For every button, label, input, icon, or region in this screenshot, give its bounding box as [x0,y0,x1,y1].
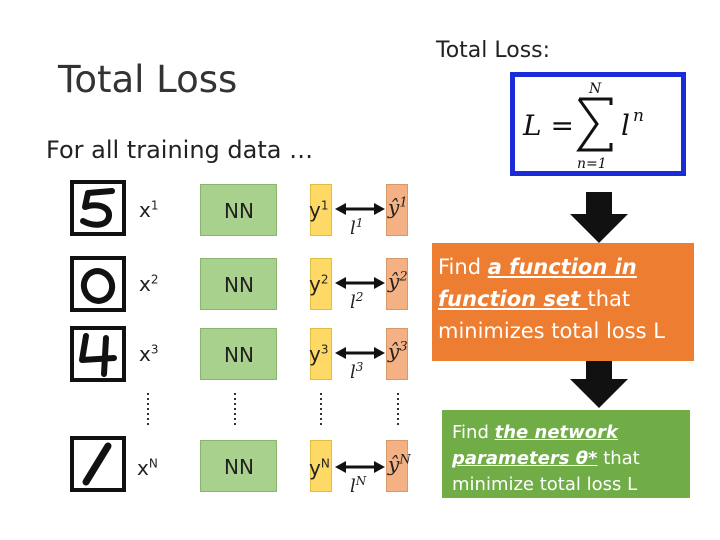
nn-label: NN [224,273,254,297]
target-yhat-n: ŷN [388,452,411,476]
nn-label: NN [224,199,254,223]
find-function-text-a: Find [438,255,488,279]
output-y-2: y2 [309,272,329,296]
vertical-ellipsis-icon [234,393,236,425]
find-parameters-text-a: Find [452,422,495,443]
double-arrow-icon [335,461,385,473]
formula-term: l [621,109,630,142]
target-yhat-box [386,184,408,236]
input-x-2: x2 [139,272,159,296]
loss-l-2: l2 [350,290,364,313]
sigma-icon [576,97,613,152]
nn-box: NN [200,258,277,310]
find-parameters-box: Find the network parameters θ* that mini… [442,410,690,498]
handwritten-digit-0 [80,268,116,304]
find-function-text-b: that minimizes total loss L [438,287,665,343]
handwritten-digit-4 [79,333,117,377]
double-arrow-icon [335,347,385,359]
find-parameters-emphasis: the network parameters θ* [452,422,618,469]
digit-image-4 [70,326,126,382]
nn-box: NN [200,440,277,492]
vertical-ellipsis-icon [397,393,399,425]
loss-l-3: l3 [350,360,364,383]
nn-box: NN [200,184,277,236]
double-arrow-icon [335,203,385,215]
input-x-1: x1 [139,198,159,222]
slide-subtitle: For all training data … [46,136,314,164]
formula-sum-bottom: n=1 [577,156,607,171]
double-arrow-icon [335,277,385,289]
output-y-box [310,328,332,380]
total-loss-formula: L = N n=1 l n [522,81,644,172]
digit-image-1 [70,436,126,492]
vertical-ellipsis-icon [320,393,322,425]
handwritten-digit-5 [80,188,115,228]
formula-lhs: L = [522,109,574,142]
down-arrow-icon [570,192,628,243]
output-y-3: y3 [309,342,329,366]
nn-label: NN [224,343,254,367]
find-function-emphasis: a function in function set [438,255,637,311]
target-yhat-2: ŷ2 [388,269,408,293]
formula-sum-top: N [588,81,602,97]
output-y-n: yN [309,456,330,480]
handwritten-digit-1 [82,442,112,486]
input-x-3: x3 [139,342,159,366]
target-yhat-box [386,258,408,310]
loss-l-n: lN [350,474,367,497]
slide-title: Total Loss [58,58,238,101]
find-function-box: Find a function in function set that min… [432,243,694,361]
output-y-box [310,440,332,492]
nn-box: NN [200,328,277,380]
target-yhat-1: ŷ1 [388,195,408,219]
output-y-box [310,184,332,236]
total-loss-formula-box: L = N n=1 l n [510,72,686,176]
output-y-box [310,258,332,310]
vertical-ellipsis-icon [147,393,149,425]
total-loss-label: Total Loss: [436,38,551,63]
down-arrow-icon [570,357,628,408]
formula-term-sup: n [633,106,644,126]
digit-image-5 [70,180,126,236]
target-yhat-3: ŷ3 [388,339,408,363]
input-x-n: xN [137,456,158,480]
target-yhat-box [386,440,408,492]
output-y-1: y1 [309,198,329,222]
nn-label: NN [224,455,254,479]
find-parameters-text-b: that minimize total loss L [452,448,640,495]
loss-l-1: l1 [350,216,364,239]
digit-image-0 [70,256,126,312]
target-yhat-box [386,328,408,380]
